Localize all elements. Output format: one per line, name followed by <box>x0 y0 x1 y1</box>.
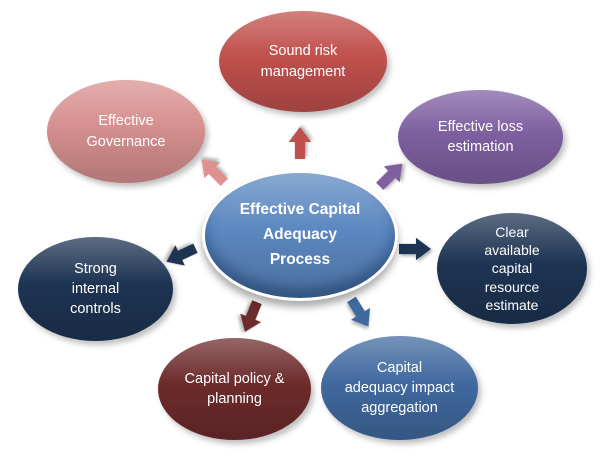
arrow-right-icon <box>399 237 431 261</box>
arrow-up-left-icon <box>201 159 228 186</box>
node-label: Sound risk management <box>260 43 346 80</box>
node-label: Clear available capital resource estimat… <box>484 224 540 313</box>
hub-label: Effective Capital Adequacy Process <box>239 201 361 268</box>
node-label: Capital adequacy impact aggregation <box>344 359 455 417</box>
arrow-down-icon <box>240 300 262 332</box>
node-clear-available-capital-resource-estimate: Clear available capital resource estimat… <box>437 213 587 324</box>
arrow-up-right-icon <box>376 163 403 190</box>
arrow-down-right-icon <box>347 296 371 327</box>
arrow-down-left-icon <box>166 243 198 266</box>
node-capital-policy-planning: Capital policy & planning <box>158 338 311 440</box>
node-label: Effective loss estimation <box>437 118 524 155</box>
node-effective-governance: Effective Governance <box>47 80 205 183</box>
node-effective-capital-adequacy-process: Effective Capital Adequacy Process <box>202 170 398 301</box>
node-sound-risk-management: Sound risk management <box>219 11 387 112</box>
node-label: Effective Governance <box>86 113 166 150</box>
node-effective-loss-estimation: Effective loss estimation <box>398 90 563 184</box>
node-label: Capital policy & planning <box>184 370 285 407</box>
node-label: Strong internal controls <box>70 260 121 318</box>
arrow-up-icon <box>288 127 312 159</box>
node-strong-internal-controls: Strong internal controls <box>18 237 173 341</box>
node-capital-adequacy-impact-aggregation: Capital adequacy impact aggregation <box>321 336 478 440</box>
